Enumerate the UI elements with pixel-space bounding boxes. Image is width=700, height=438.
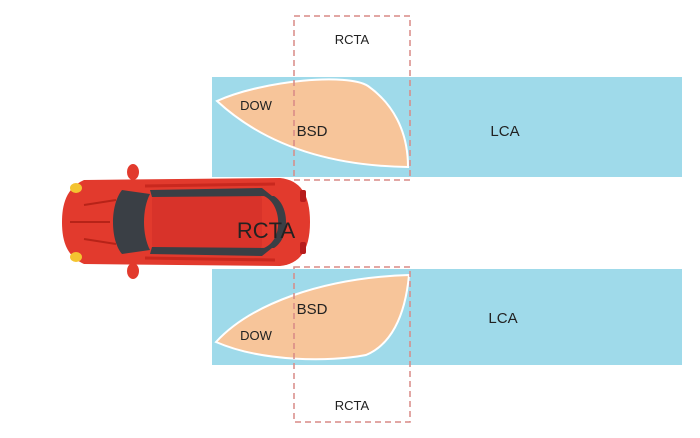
car-top-view-icon — [62, 164, 310, 279]
label-rcta-top: RCTA — [335, 32, 370, 47]
label-rcta-car: RCTA — [237, 218, 296, 243]
detection-zone-top — [215, 78, 410, 169]
label-lca-top: LCA — [490, 123, 519, 140]
rcta-box-bottom — [293, 266, 411, 423]
label-bsd-bottom: BSD — [297, 301, 328, 318]
label-bsd-top: BSD — [297, 123, 328, 140]
label-dow-top: DOW — [240, 98, 273, 113]
label-dow-bottom: DOW — [240, 328, 273, 343]
detection-zone-bottom — [214, 273, 411, 361]
label-rcta-bottom: RCTA — [335, 398, 370, 413]
label-lca-bottom: LCA — [488, 310, 517, 327]
